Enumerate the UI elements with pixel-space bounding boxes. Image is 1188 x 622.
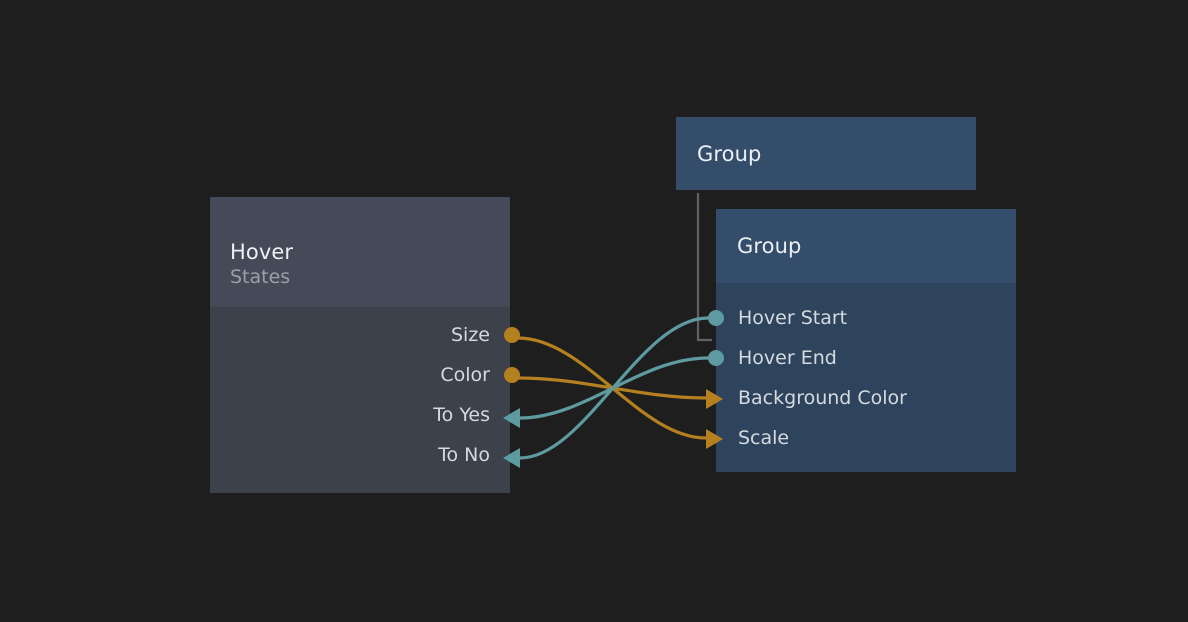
port-dot-color-icon[interactable]	[504, 367, 520, 383]
node-group-outer-header[interactable]: Group	[676, 117, 976, 190]
port-arrow-to-yes-icon[interactable]	[503, 408, 520, 428]
port-row-to-yes[interactable]: To Yes	[433, 402, 490, 428]
node-group-outer[interactable]: Group	[676, 117, 976, 190]
node-group-outer-title: Group	[697, 141, 762, 166]
port-arrow-background-color-icon[interactable]	[706, 389, 723, 409]
node-group-inner-header[interactable]: Group	[716, 209, 1016, 283]
wire-hover-start-to-to-no[interactable]	[518, 316, 710, 460]
port-dot-size-icon[interactable]	[504, 327, 520, 343]
port-row-hover-end[interactable]: Hover End	[738, 345, 837, 371]
port-row-size[interactable]: Size	[451, 322, 490, 348]
port-arrow-scale-icon[interactable]	[706, 429, 723, 449]
port-label-to-yes: To Yes	[433, 404, 490, 426]
port-arrow-to-no-icon[interactable]	[503, 448, 520, 468]
node-group-inner[interactable]: Group Hover Start Hover End Background C…	[706, 209, 1016, 472]
node-hover[interactable]: Hover States Size Color To Yes To No	[210, 197, 520, 493]
wire-color-to-background-color[interactable]	[516, 376, 708, 400]
port-label-hover-start: Hover Start	[738, 307, 848, 329]
node-hover-body: Size Color To Yes To No	[210, 307, 510, 493]
port-row-to-no[interactable]: To No	[438, 442, 490, 468]
wire-hover-end-to-to-yes[interactable]	[518, 356, 710, 420]
port-label-hover-end: Hover End	[738, 347, 837, 369]
port-row-color[interactable]: Color	[440, 362, 490, 388]
port-dot-hover-start-icon[interactable]	[708, 310, 724, 326]
port-row-hover-start[interactable]: Hover Start	[738, 305, 847, 331]
port-label-background-color: Background Color	[738, 387, 907, 409]
node-hover-subtitle: States	[230, 266, 291, 288]
node-hover-header[interactable]: Hover States	[210, 197, 510, 307]
port-row-background-color[interactable]: Background Color	[738, 385, 907, 411]
port-dot-hover-end-icon[interactable]	[708, 350, 724, 366]
port-row-scale[interactable]: Scale	[738, 425, 789, 451]
port-label-to-no: To No	[438, 444, 490, 466]
node-hover-title: Hover	[230, 240, 294, 264]
node-group-inner-title: Group	[737, 234, 802, 258]
node-group-inner-body: Hover Start Hover End Background Color S…	[716, 283, 1016, 472]
port-label-color: Color	[440, 364, 490, 386]
wire-size-to-scale[interactable]	[516, 336, 708, 440]
port-label-scale: Scale	[738, 427, 790, 449]
port-label-size: Size	[450, 324, 490, 346]
